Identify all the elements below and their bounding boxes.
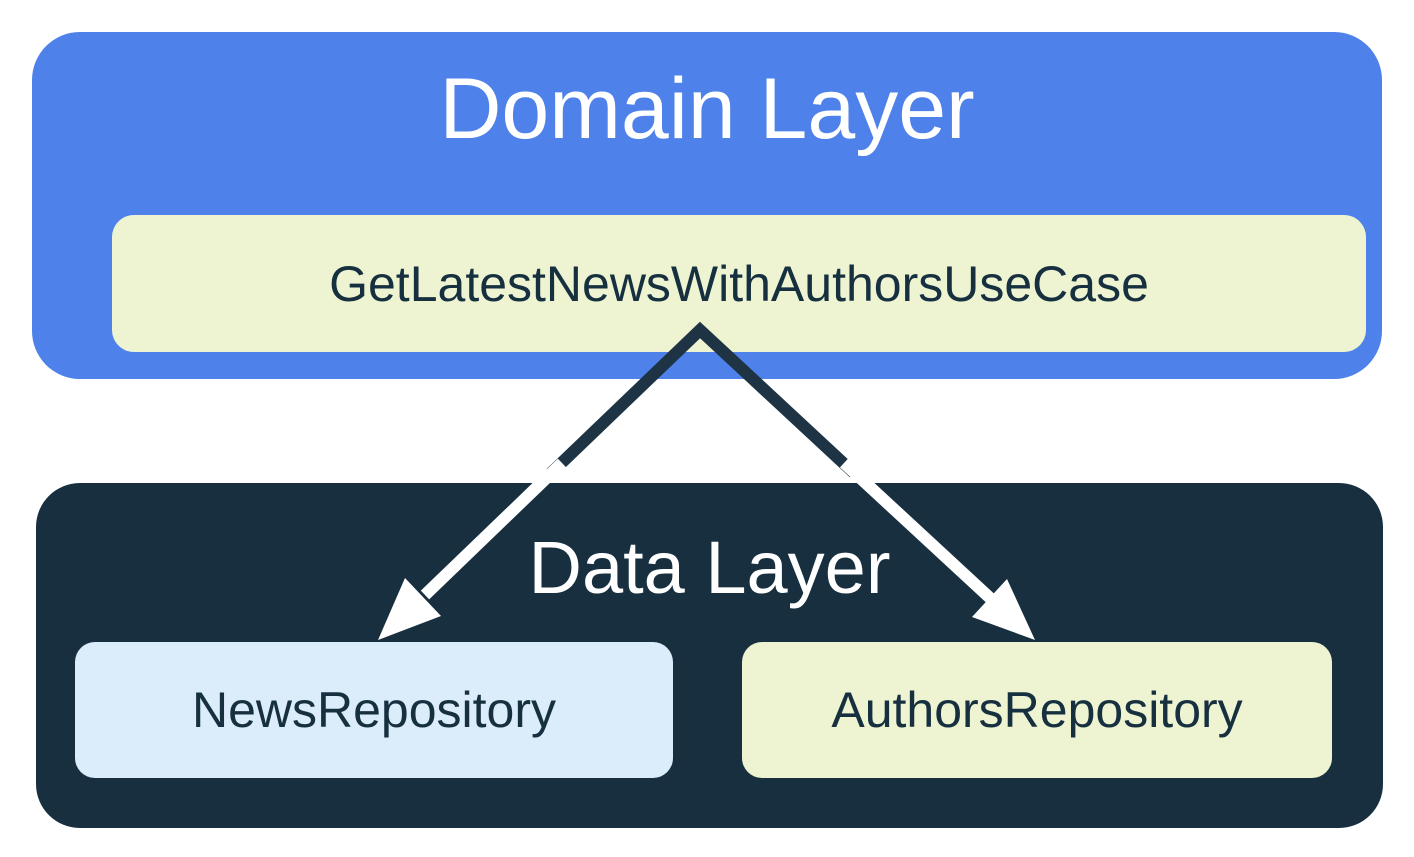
authors-repository-label: AuthorsRepository [831,682,1243,738]
data-layer-title: Data Layer [528,526,891,609]
usecase-node-label: GetLatestNewsWithAuthorsUseCase [329,255,1149,312]
domain-layer-box: GetLatestNewsWithAuthorsUseCase [32,32,1382,379]
domain-layer-title: Domain Layer [439,61,975,157]
usecase-node: GetLatestNewsWithAuthorsUseCase [112,215,1366,352]
news-repository-node: NewsRepository [75,642,673,778]
authors-repository-node: AuthorsRepository [742,642,1332,778]
news-repository-label: NewsRepository [191,682,556,738]
